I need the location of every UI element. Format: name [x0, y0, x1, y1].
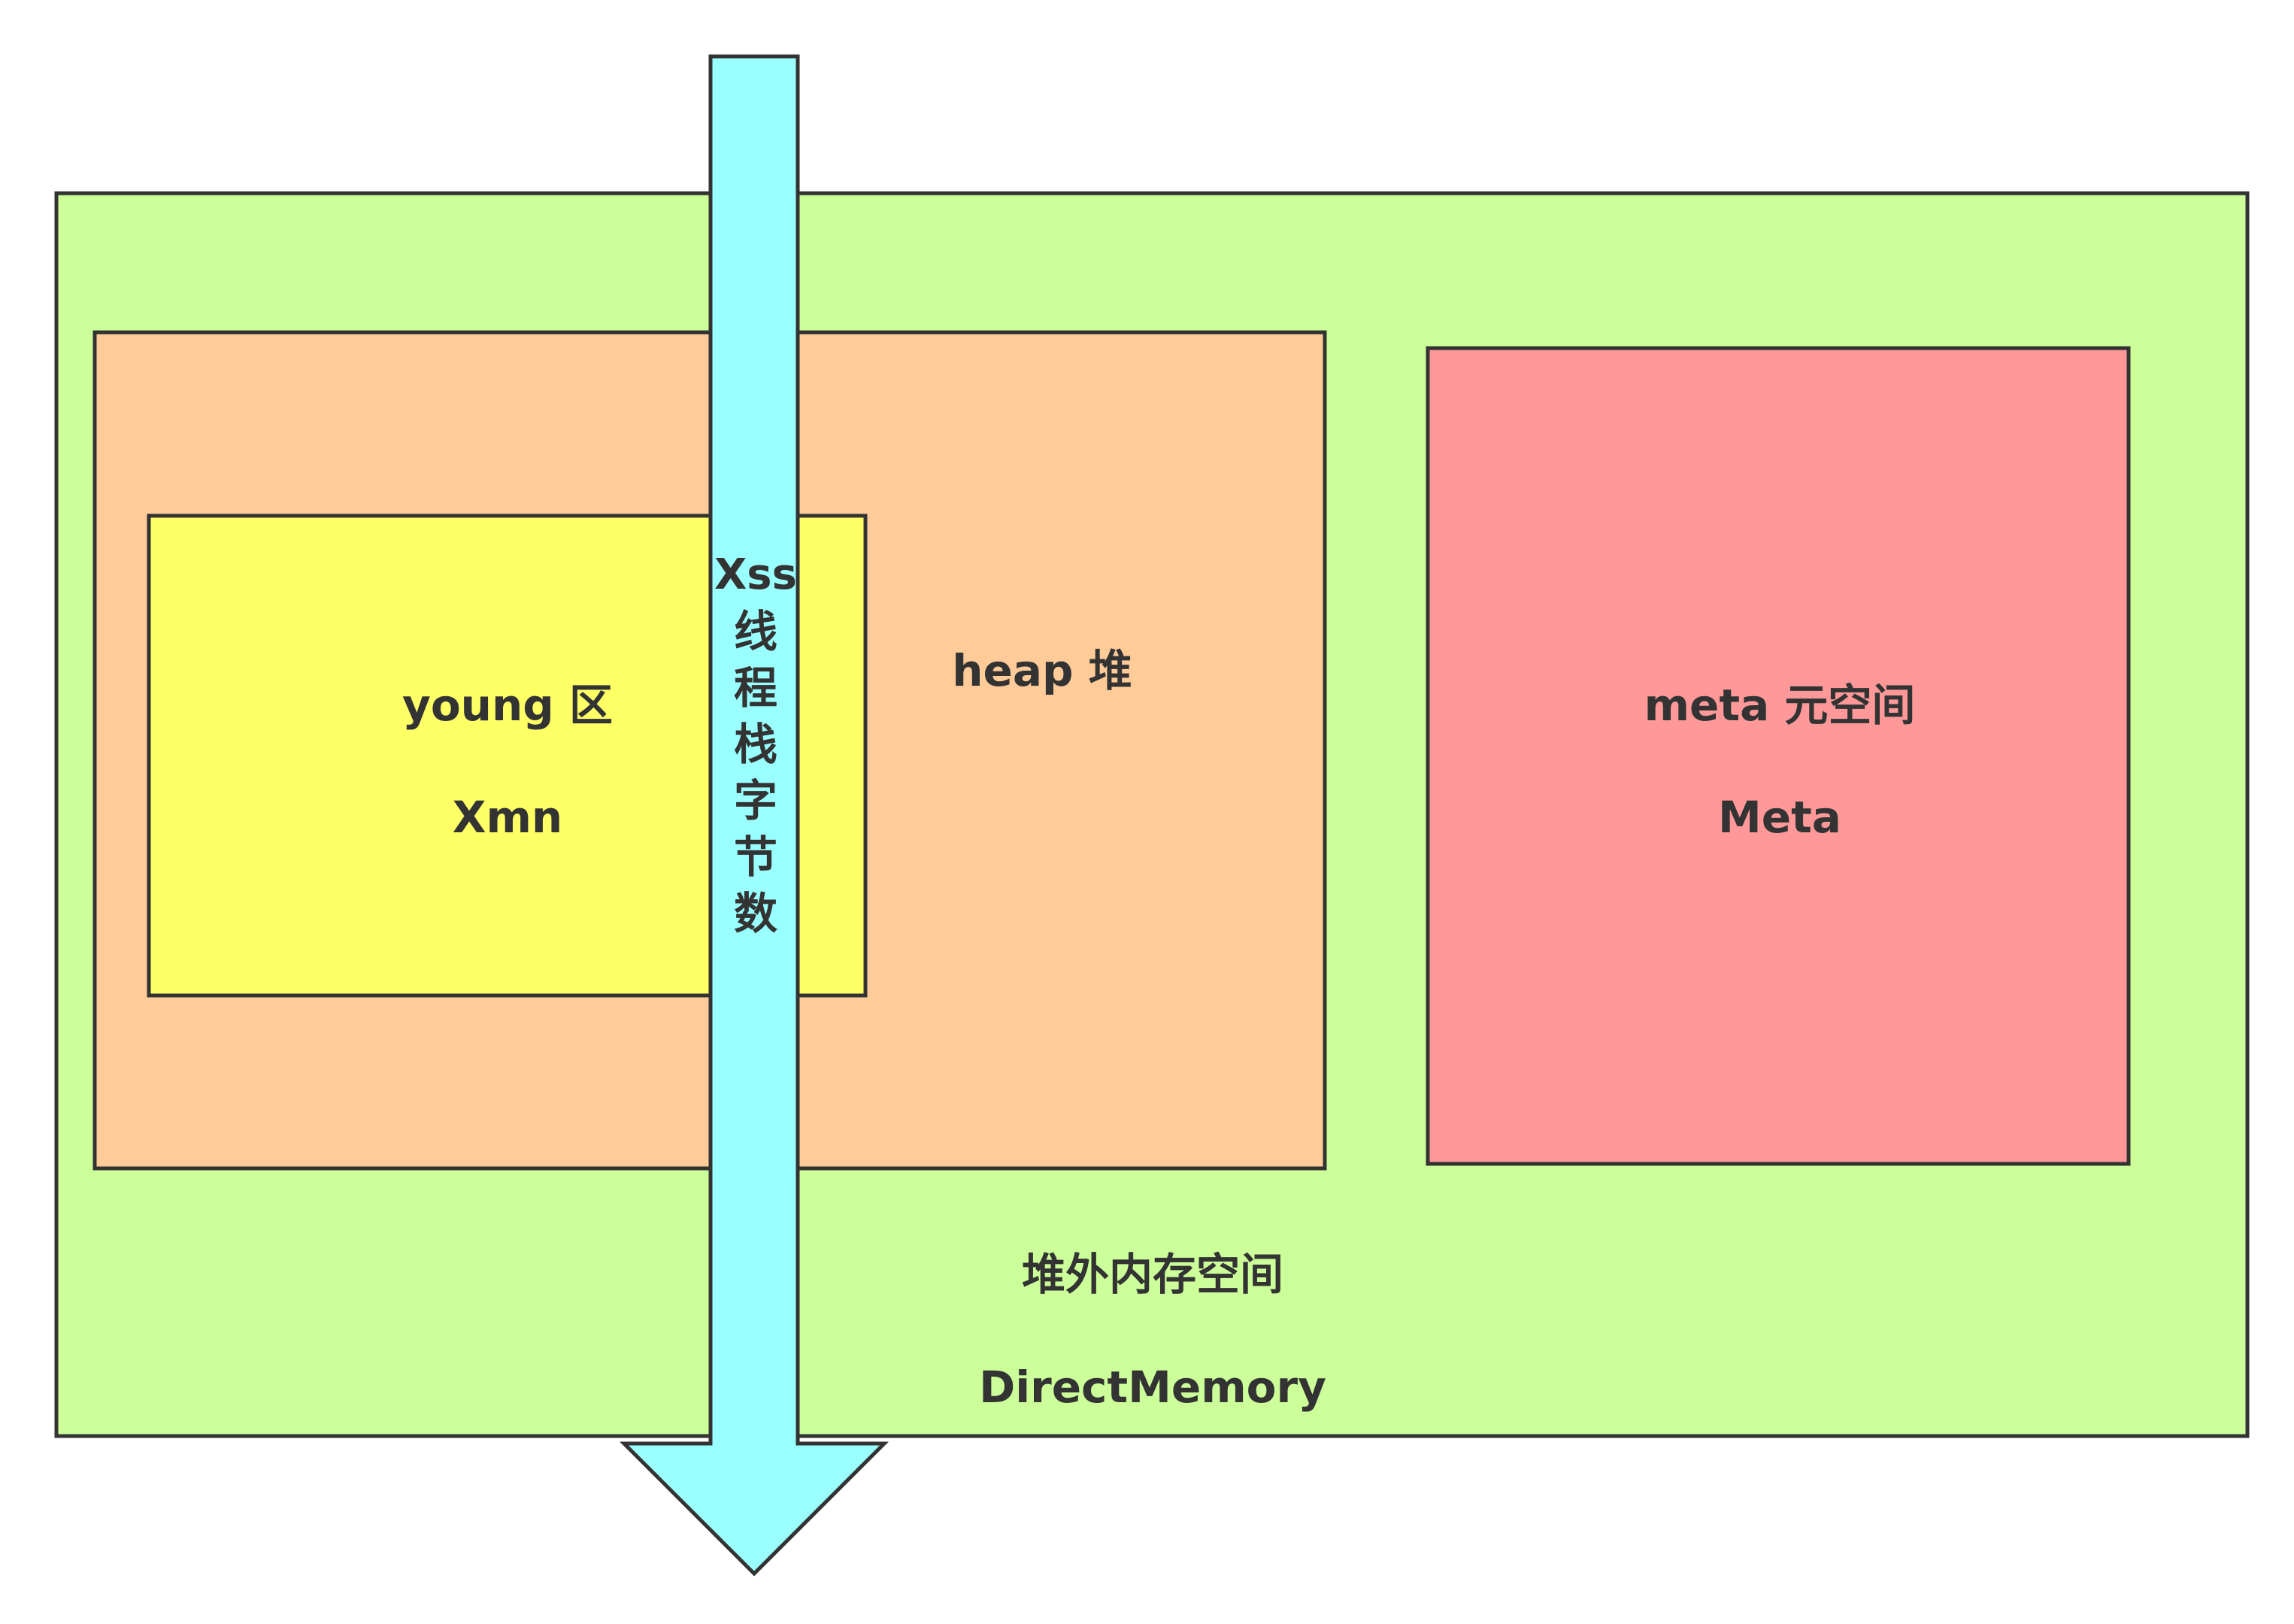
- young-name: Xmn: [453, 792, 562, 843]
- heap-title: heap 堆: [952, 645, 1132, 696]
- direct-memory-title: 堆外内存空间: [1022, 1249, 1283, 1300]
- stack-arrow-label-char: 节: [734, 832, 777, 883]
- meta-name: Meta: [1718, 792, 1841, 843]
- meta-title: meta 元空间: [1644, 680, 1916, 731]
- stack-arrow: [619, 54, 889, 1577]
- meta-region: [1426, 346, 2131, 1166]
- stack-arrow-label-latin: Xss: [714, 550, 797, 599]
- stack-arrow-label-char: 数: [734, 888, 777, 939]
- stack-arrow-label-char: 线: [734, 606, 777, 657]
- stack-arrow-label-char: 栈: [734, 719, 777, 770]
- stack-arrow-label-char: 程: [734, 662, 777, 714]
- direct-memory-name: DirectMemory: [979, 1362, 1326, 1413]
- young-title: young 区: [402, 680, 613, 731]
- stack-arrow-label-char: 字: [734, 775, 777, 826]
